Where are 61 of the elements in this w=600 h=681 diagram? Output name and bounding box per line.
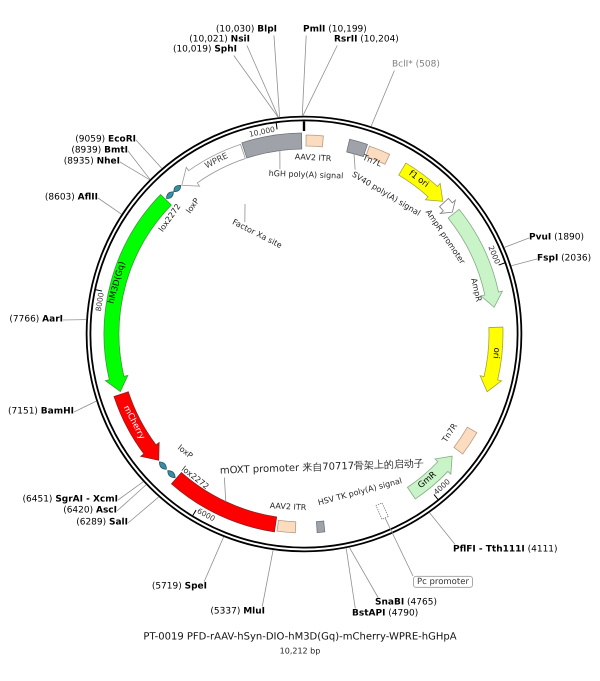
leader-line [118, 481, 144, 500]
restriction-site-label: PflFI - Tth111I (4111) [453, 544, 558, 556]
leader-line [346, 548, 356, 609]
restriction-site-label: (6451) SgrAI - XcmI [22, 494, 118, 506]
leader-line [504, 238, 530, 248]
restriction-site-label: (10,030) BlpI [216, 24, 277, 36]
restriction-site-label: (8939) BmtI [71, 146, 128, 156]
leader-line [120, 162, 150, 180]
leader-line [279, 150, 280, 170]
leader-line [354, 153, 356, 170]
restriction-site-label: (7766) AarI [9, 314, 63, 326]
restriction-site-label: (8603) AflII [44, 192, 98, 204]
restriction-site-label: (7151) BamHI [8, 406, 74, 418]
feature-label: ori [490, 346, 500, 359]
feature-label: loxP [176, 443, 194, 461]
leader-line [116, 484, 147, 512]
leader-line [233, 55, 279, 118]
feature-label: AAV2 ITR [294, 152, 332, 164]
restriction-site-label: (8935) NheI [64, 156, 120, 168]
restriction-site-label: (5719) SpeI [152, 582, 207, 592]
leader-line [244, 204, 246, 223]
leader-line [510, 258, 538, 266]
restriction-site-label: (9059) EcoRI [75, 134, 136, 146]
restriction-site-label: PmlI (10,199) [303, 24, 367, 36]
map-title: PT-0019 PFD-rAAV-hSyn-DIO-hM3D(Gq)-mCherry-WPRE-hGHpA [143, 632, 457, 642]
feature-label: Tn7L [361, 152, 383, 170]
leader-line [246, 45, 279, 118]
feature-label: f1 ori [406, 169, 430, 190]
leader-line [302, 35, 307, 116]
leader-line [429, 512, 456, 545]
plasmid-size: 10,212 bp [280, 646, 320, 656]
leader-line [136, 140, 162, 169]
leader-line [384, 518, 414, 576]
leader-line [349, 547, 378, 598]
restriction-site-label: SnaBI (4765) [375, 598, 437, 608]
restriction-site-label: (10,021) NsiI [189, 34, 250, 46]
leader-line [274, 35, 280, 118]
restriction-site-label: RsrII (10,204) [334, 34, 399, 46]
feature-label: Pc promoter [413, 576, 473, 588]
feature-label: hGH poly(A) signal [268, 168, 344, 182]
restriction-site-label: PvuI (1890) [529, 232, 584, 244]
leader-line [302, 45, 338, 116]
leader-line [224, 477, 226, 502]
leader-line [128, 496, 160, 524]
leader-line [128, 150, 150, 180]
restriction-site-label: BstAPI (4790) [352, 608, 418, 620]
feature-label: mOXT promoter 来自70717骨架上的启动子 [220, 458, 424, 478]
restriction-site-label: FspI (2036) [537, 254, 592, 264]
restriction-site-label: BclI* (508) [392, 60, 440, 70]
leader-line [74, 400, 97, 412]
restriction-site-label: (6420) AscI [63, 506, 117, 516]
leader-line [204, 536, 224, 582]
restriction-site-label: (6289) SalI [76, 518, 128, 528]
leader-line [62, 319, 87, 320]
feature-label: AmpR [468, 277, 484, 303]
leader-line [262, 550, 274, 607]
restriction-site-label: (10,019) SphI [172, 44, 237, 56]
restriction-site-label: (5337) MluI [210, 606, 265, 618]
leader-line [370, 70, 395, 127]
feature-label: AAV2 ITR [269, 501, 307, 513]
leader-line [98, 198, 122, 215]
